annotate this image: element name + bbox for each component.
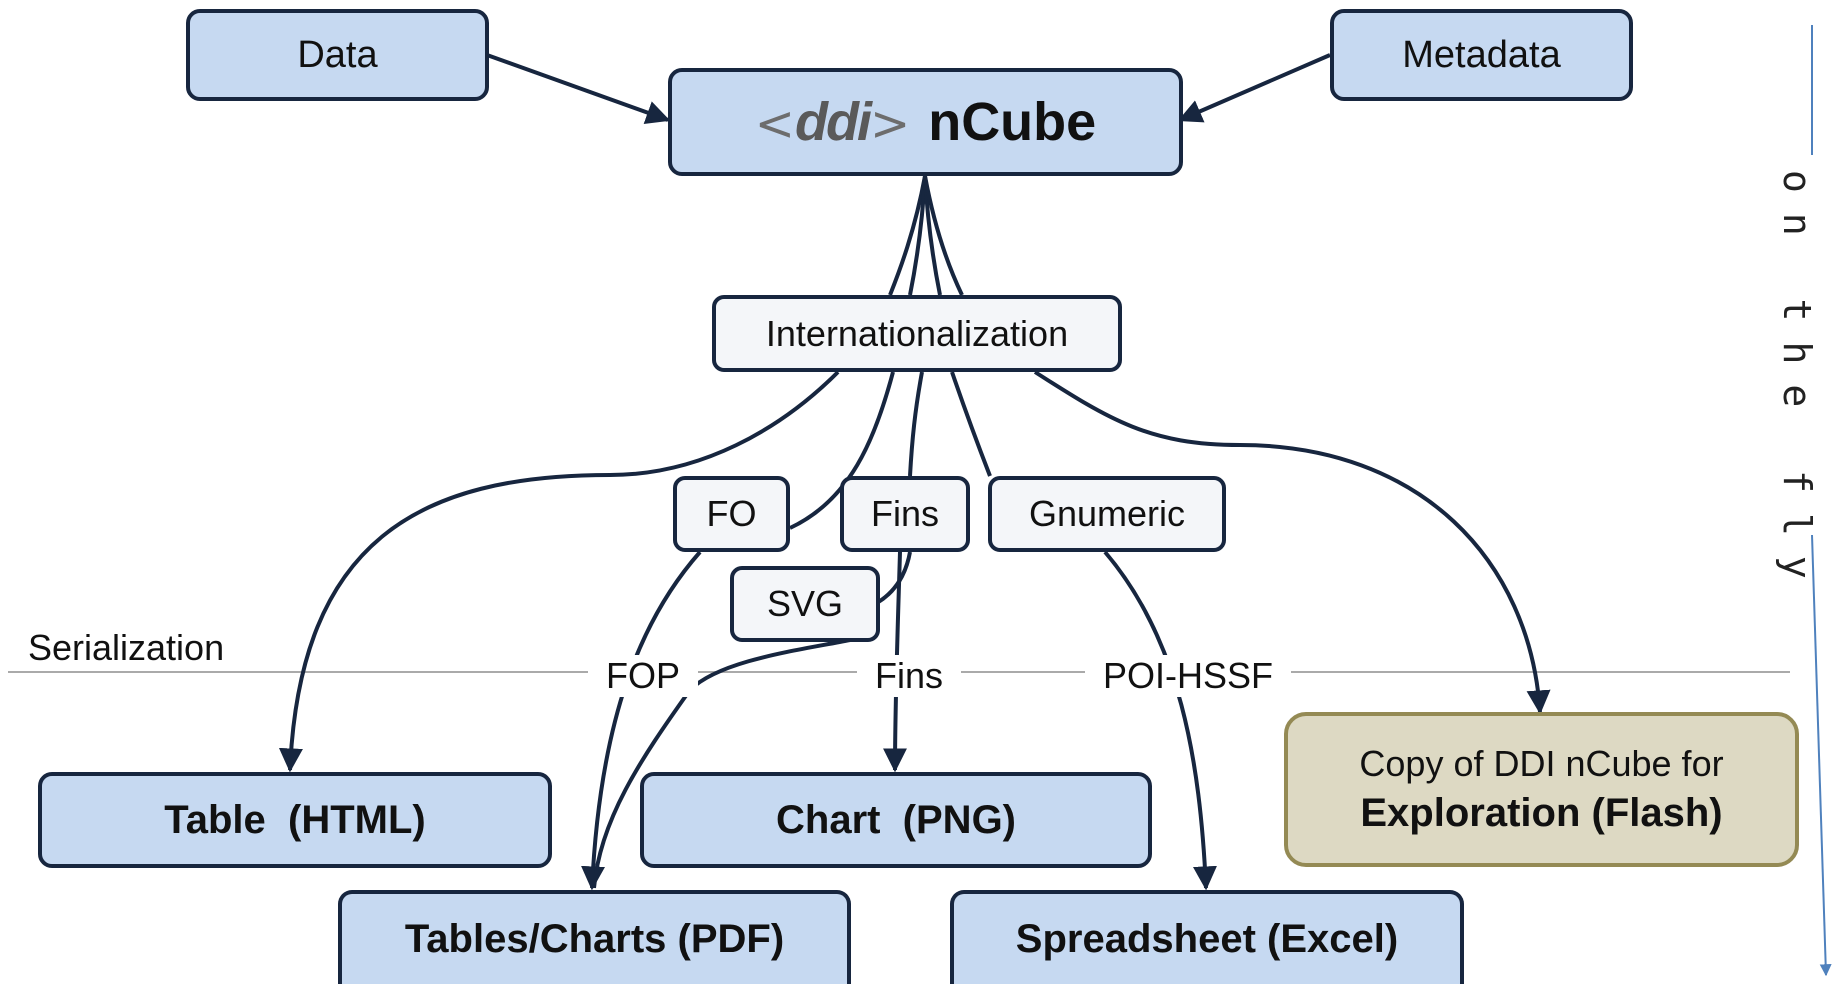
connector-to-fo [789,371,895,530]
fo-box: FO [673,476,790,552]
fo-label: FO [706,493,757,534]
copy-line1: Copy of DDI nCube for [1359,743,1724,784]
svg-box: SVG [730,566,880,642]
metadata-label: Metadata [1402,33,1561,76]
internationalization-label: Internationalization [765,312,1069,354]
chart-png-label: Chart (PNG) [776,797,1016,842]
arrow-to-table-html [278,370,840,773]
chart-png-box: Chart (PNG) [640,772,1152,868]
on-the-fly-arrow [1811,534,1832,977]
connector-ncube-fan-4 [923,175,964,296]
tables-charts-pdf-box: Tables/Charts (PDF) [338,890,851,984]
metadata-box: Metadata [1330,9,1633,101]
arrow-metadata-to-ncube [1177,53,1331,123]
connector-ncube-fan-1 [888,175,927,296]
ncube-box: <ddi> nCube [668,68,1183,176]
fins-box: Fins [840,476,970,552]
internationalization-box: Internationalization [712,295,1122,372]
ddi-logo-text: ddi [795,92,872,152]
arrow-gnumeric-to-excel [1103,550,1217,891]
ncube-title: nCube [928,92,1097,152]
spreadsheet-excel-box: Spreadsheet (Excel) [950,890,1464,984]
gnumeric-label: Gnumeric [1028,493,1186,534]
copy-line2: Exploration (Flash) [1360,791,1723,835]
table-html-label: Table (HTML) [164,797,426,842]
fop-label: FOP [588,655,699,697]
arrow-data-to-ncube [486,53,671,124]
tables-charts-pdf-label: Tables/Charts (PDF) [404,916,785,961]
ddi-logo: <ddi> [754,92,911,152]
connector-to-gnumeric [950,371,992,477]
copy-flash-box: Copy of DDI nCube for Exploration (Flash… [1284,712,1799,867]
fins-serialization-label: Fins [857,655,962,697]
svg-label: SVG [766,583,844,624]
poi-hssf-label: POI-HSSF [1085,655,1292,697]
gnumeric-box: Gnumeric [988,476,1226,552]
fins-label: Fins [870,493,939,534]
connector-ncube-fan-2 [908,175,927,296]
serialization-label: Serialization [10,627,243,669]
on-the-fly-label: on the fly [1775,170,1819,599]
connector-to-fins [908,371,924,477]
table-html-box: Table (HTML) [38,772,552,868]
arrow-to-copy-flash [1033,370,1551,715]
data-label: Data [297,33,378,76]
connector-ncube-fan-3 [923,175,942,296]
data-box: Data [186,9,489,101]
spreadsheet-excel-label: Spreadsheet (Excel) [1015,916,1399,961]
